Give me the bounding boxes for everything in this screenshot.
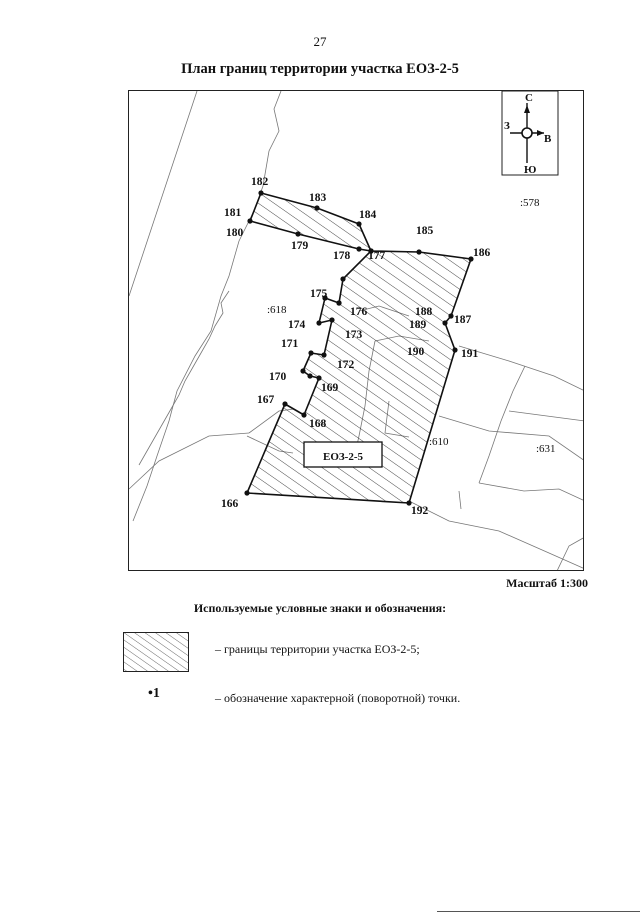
parcel-label-631: :631 [536, 443, 556, 455]
vertex-dot[interactable] [356, 221, 362, 227]
point-label-167: 167 [257, 394, 275, 406]
vertex-dot[interactable] [301, 412, 307, 418]
point-label-187: 187 [454, 314, 472, 326]
parcel-labels: :578 :618 :610 :631 [267, 197, 556, 455]
point-label-180: 180 [226, 227, 244, 239]
vertex-dot[interactable] [314, 205, 320, 211]
vertex-dot[interactable] [295, 231, 301, 237]
scale-label: Масштаб 1:300 [506, 576, 588, 590]
vertex-dot[interactable] [244, 490, 250, 496]
parcel-label-610: :610 [429, 436, 449, 448]
map-frame: С Ю З В ЕОЗ-2-5 :578 :618 :610 :631 182 … [128, 90, 584, 571]
point-label-168: 168 [309, 418, 327, 430]
legend-title: Используемые условные знаки и обозначени… [193, 601, 447, 615]
vertex-dot[interactable] [282, 401, 288, 407]
compass-rose[interactable]: С Ю З В [501, 91, 559, 176]
plot-polygon-group[interactable] [246, 192, 472, 504]
footer-rule [437, 911, 640, 912]
vertex-dot[interactable] [340, 276, 346, 282]
point-label-188: 188 [415, 306, 433, 318]
parcel-label-578: :578 [520, 197, 540, 209]
compass-west-label: З [504, 120, 510, 132]
legend-hatch-pattern [124, 633, 188, 671]
point-label-177: 177 [368, 250, 386, 262]
vertex-dot[interactable] [316, 320, 322, 326]
vertex-dot[interactable] [452, 347, 458, 353]
point-label-181: 181 [224, 207, 242, 219]
vertex-dot[interactable] [307, 373, 313, 379]
point-label-174: 174 [288, 319, 306, 331]
point-label-171: 171 [281, 338, 299, 350]
legend-hatch-text: – границы территории участка ЕОЗ-2-5; [215, 642, 420, 656]
plot-polygon[interactable] [246, 192, 472, 504]
plot-label: ЕОЗ-2-5 [323, 451, 364, 463]
map-canvas: С Ю З В ЕОЗ-2-5 :578 :618 :610 :631 182 … [129, 91, 583, 570]
vertex-dot[interactable] [321, 352, 327, 358]
vertex-dot[interactable] [356, 246, 362, 252]
point-label-169: 169 [321, 382, 339, 394]
point-label-179: 179 [291, 240, 309, 252]
compass-north-label: С [525, 92, 533, 104]
point-dots [244, 190, 474, 506]
point-label-186: 186 [473, 247, 491, 259]
point-label-175: 175 [310, 288, 328, 300]
vertex-dot[interactable] [322, 295, 328, 301]
point-label-185: 185 [416, 225, 434, 237]
point-label-192: 192 [411, 505, 429, 517]
vertex-dot[interactable] [329, 317, 335, 323]
point-label-176: 176 [350, 306, 368, 318]
compass-east-label: В [544, 133, 552, 145]
point-label-190: 190 [407, 346, 425, 358]
vertex-dot[interactable] [406, 500, 412, 506]
vertex-dot[interactable] [308, 350, 314, 356]
point-label-191: 191 [461, 348, 479, 360]
parcel-label-618: :618 [267, 304, 287, 316]
point-label-172: 172 [337, 359, 355, 371]
point-label-182: 182 [251, 176, 269, 188]
vertex-dot[interactable] [468, 256, 474, 262]
legend-point-text: – обозначение характерной (поворотной) т… [215, 691, 461, 705]
vertex-dot[interactable] [300, 368, 306, 374]
compass-south-label: Ю [524, 164, 536, 176]
point-label-173: 173 [345, 329, 363, 341]
vertex-dot[interactable] [442, 320, 448, 326]
point-label-170: 170 [269, 371, 287, 383]
point-label-183: 183 [309, 192, 327, 204]
plan-title: План границ территории участка ЕОЗ-2-5 [181, 61, 459, 77]
vertex-dot[interactable] [258, 190, 264, 196]
plot-label-box[interactable]: ЕОЗ-2-5 [303, 441, 383, 468]
vertex-dot[interactable] [368, 248, 374, 254]
point-label-166: 166 [221, 498, 239, 510]
point-label-184: 184 [359, 209, 377, 221]
legend-point-symbol: •1 [148, 686, 160, 701]
page-number: 27 [313, 34, 327, 49]
vertex-dot[interactable] [336, 300, 342, 306]
point-labels: 182 183 184 185 186 181 180 179 178 177 … [221, 176, 491, 517]
vertex-dot[interactable] [316, 375, 322, 381]
vertex-dot[interactable] [416, 249, 422, 255]
vertex-dot[interactable] [247, 218, 253, 224]
legend-hatch-swatch [123, 632, 189, 672]
point-label-189: 189 [409, 319, 427, 331]
vertex-dot[interactable] [448, 313, 454, 319]
point-label-178: 178 [333, 250, 351, 262]
